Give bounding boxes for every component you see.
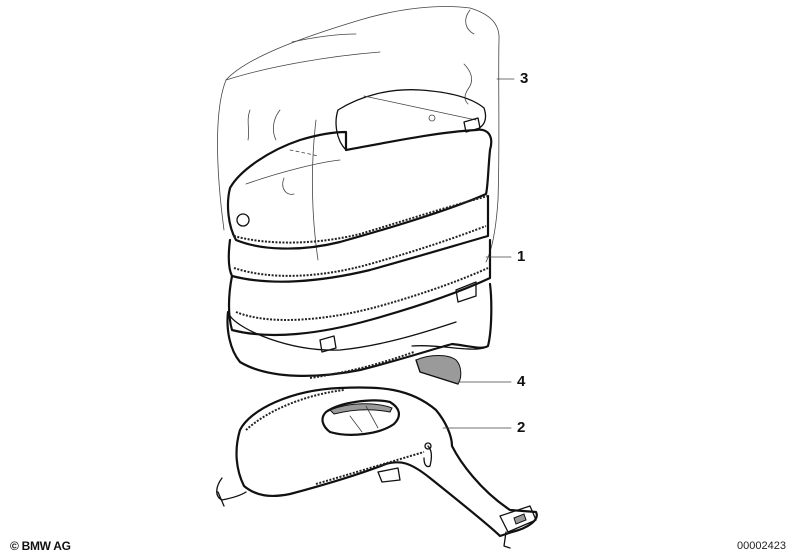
callout-2[interactable]: 2 [517,419,526,436]
diagram-id: 00002423 [737,540,786,552]
part-4-insert[interactable] [415,355,462,385]
copyright-notice: © BMW AG [10,539,71,553]
callout-1[interactable]: 1 [517,248,526,265]
callout-4[interactable]: 4 [517,373,526,390]
callout-3[interactable]: 3 [520,70,529,87]
callout-leaders [442,78,515,429]
part-3-rain-cover[interactable] [217,6,500,263]
part-1-tank-bag[interactable] [226,89,493,379]
part-2-base-cover[interactable] [216,386,538,549]
